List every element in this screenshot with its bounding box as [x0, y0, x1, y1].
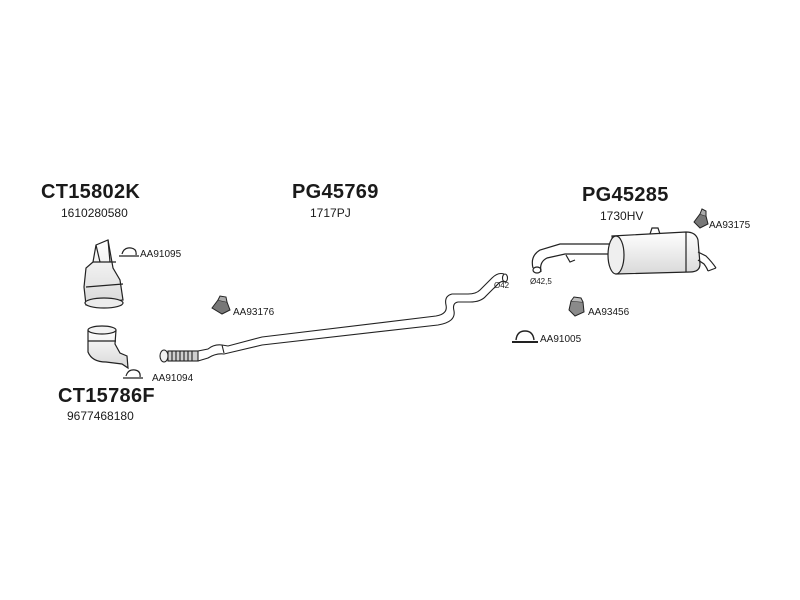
part-ref-rear-silencer: 1730HV — [600, 209, 644, 223]
accessory-label-clamp-upper: AA91095 — [140, 249, 182, 260]
accessory-label-clamp-rear: AA91005 — [540, 334, 582, 345]
catalyst-upper-part[interactable] — [83, 239, 124, 309]
accessory-label-clamp-lower: AA91094 — [152, 373, 194, 384]
accessory-label-mount-mid: AA93176 — [233, 307, 275, 318]
part-ref-cat-lower: 9677468180 — [67, 409, 134, 423]
part-code-cat-lower: CT15786F — [58, 385, 155, 407]
clamp-upper-icon[interactable] — [119, 247, 139, 257]
rear-silencer-part[interactable] — [531, 227, 717, 275]
accessory-label-mount-rear-top: AA93175 — [709, 220, 751, 231]
part-code-cat-upper: CT15802K — [41, 181, 141, 203]
catalyst-lower-part[interactable] — [87, 325, 129, 370]
part-code-mid-pipe: PG45769 — [292, 181, 379, 203]
dimension-pipe-end: Ø42 — [494, 281, 510, 290]
mount-rear-mid-icon[interactable] — [568, 296, 585, 317]
clamp-rear-icon[interactable] — [512, 330, 538, 343]
dimension-silencer-inlet: Ø42,5 — [530, 277, 552, 286]
part-ref-mid-pipe: 1717PJ — [310, 206, 351, 220]
mount-mid-icon[interactable] — [211, 295, 231, 315]
part-ref-cat-upper: 1610280580 — [61, 206, 128, 220]
accessory-label-mount-rear-mid: AA93456 — [588, 307, 630, 318]
part-code-rear-silencer: PG45285 — [582, 184, 669, 206]
mount-rear-top-icon[interactable] — [693, 208, 709, 229]
clamp-lower-icon[interactable] — [123, 369, 143, 379]
mid-pipe-part[interactable] — [159, 272, 509, 363]
